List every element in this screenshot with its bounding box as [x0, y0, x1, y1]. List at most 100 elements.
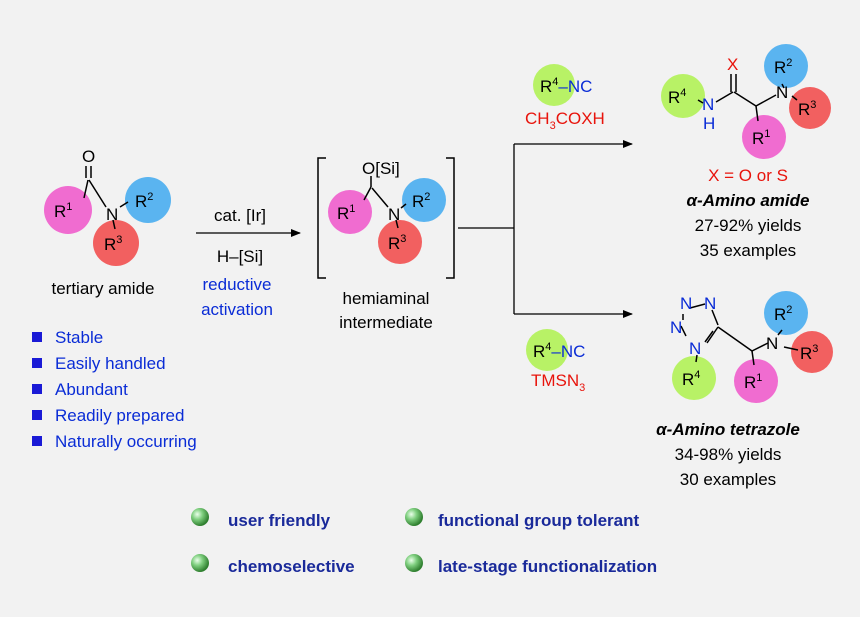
r3-label: R3 — [104, 234, 122, 254]
azide-reagent: TMSN3 — [531, 371, 585, 394]
amino-amide-examples: 35 examples — [700, 241, 796, 260]
feature-item: user friendly — [228, 511, 331, 530]
r2-label: R2 — [774, 304, 792, 324]
r3-label: R3 — [800, 343, 818, 363]
r3-circle — [378, 220, 422, 264]
amino-tetrazole-examples: 30 examples — [680, 470, 776, 489]
ring-bond — [689, 303, 706, 309]
x-definition: X = O or S — [708, 166, 788, 185]
feature-dot — [405, 508, 423, 526]
bond — [112, 219, 116, 230]
oxygen-atom: O — [82, 147, 95, 166]
bracket-left — [317, 157, 326, 279]
bond — [363, 186, 372, 201]
r3-circle — [93, 220, 139, 266]
property-item: Easily handled — [55, 354, 166, 373]
bond — [751, 342, 769, 352]
amino-tetrazole-yields: 34-98% yields — [675, 445, 782, 464]
bond — [755, 105, 759, 122]
property-item: Stable — [55, 328, 103, 347]
ring-bond — [680, 325, 687, 337]
feature-item: functional group tolerant — [438, 511, 639, 530]
property-list: Stable Easily handled Abundant Readily p… — [32, 328, 197, 451]
bond — [755, 94, 777, 107]
r4-circle — [672, 356, 716, 400]
feature-item: late-stage functionalization — [438, 557, 657, 576]
nitrogen-atom: N — [702, 95, 714, 114]
nitrogen-atom: N — [766, 334, 778, 353]
isocyanide-reagent: R4–NC — [533, 341, 585, 361]
intermediate-label: hemiaminal — [343, 289, 430, 308]
ring-bond — [706, 326, 719, 344]
r2-circle — [402, 178, 446, 222]
ring-nitrogen: N — [704, 294, 716, 313]
x-atom: X — [727, 55, 738, 74]
bond — [88, 179, 107, 208]
nitrogen-atom: N — [776, 83, 788, 102]
feature-dot — [191, 554, 209, 572]
bond — [371, 187, 389, 208]
r2-circle — [764, 44, 808, 88]
ring-nitrogen: N — [680, 294, 692, 313]
bond — [395, 219, 399, 229]
r3-circle — [791, 331, 833, 373]
r1-label: R1 — [752, 128, 770, 148]
property-item: Abundant — [55, 380, 128, 399]
r2-circle — [764, 291, 808, 335]
tertiary-amide-structure: O N R1 R2 R3 — [44, 147, 171, 266]
reductive-activation-label: activation — [201, 300, 273, 319]
r1-circle — [44, 186, 92, 234]
r2-label: R2 — [135, 191, 153, 211]
property-item: Naturally occurring — [55, 432, 197, 451]
r4-circle — [533, 64, 575, 106]
bracket-right — [446, 157, 455, 279]
bond — [83, 179, 89, 199]
bullet-square — [32, 384, 42, 394]
amino-amide-title: α-Amino amide — [687, 191, 810, 210]
hydrogen-atom: H — [703, 114, 715, 133]
catalyst-label: cat. [Ir] — [214, 206, 266, 225]
bond — [781, 83, 785, 89]
r1-label: R1 — [54, 201, 72, 221]
r1-label: R1 — [744, 372, 762, 392]
r2-circle — [125, 177, 171, 223]
acid-reagent: CH3COXH — [525, 109, 605, 132]
intermediate-label: intermediate — [339, 313, 433, 332]
r1-circle — [742, 115, 786, 159]
bond — [697, 99, 704, 104]
feature-item: chemoselective — [228, 557, 355, 576]
r2-label: R2 — [774, 57, 792, 77]
double-bond — [704, 330, 714, 343]
r1-circle — [328, 190, 372, 234]
r4-circle — [526, 329, 568, 371]
amino-amide-yields: 27-92% yields — [695, 216, 802, 235]
bond — [751, 350, 755, 366]
bond — [119, 201, 129, 208]
nitrogen-atom: N — [388, 205, 400, 224]
feature-dot — [191, 508, 209, 526]
bond — [733, 91, 757, 107]
r3-label: R3 — [798, 99, 816, 119]
bullet-square — [32, 358, 42, 368]
bond — [777, 329, 783, 336]
features-list: user friendly functional group tolerant … — [191, 508, 657, 576]
amino-tetrazole-title: α-Amino tetrazole — [656, 420, 800, 439]
ring-nitrogen: N — [670, 318, 682, 337]
osi-group: O[Si] — [362, 159, 400, 178]
property-item: Readily prepared — [55, 406, 184, 425]
r1-label: R1 — [337, 203, 355, 223]
feature-dot — [405, 554, 423, 572]
r4-circle — [661, 74, 705, 118]
tertiary-amide-label: tertiary amide — [52, 279, 155, 298]
r2-label: R2 — [412, 191, 430, 211]
isocyanide-reagent: R4–NC — [540, 76, 592, 96]
bullet-square — [32, 436, 42, 446]
r3-circle — [789, 87, 831, 129]
amino-tetrazole-structure: N N N N N R2 R3 R1 R4 — [670, 291, 833, 403]
silane-label: H–[Si] — [217, 247, 263, 266]
reductive-activation-label: reductive — [203, 275, 272, 294]
bond — [400, 203, 407, 209]
ring-bond — [711, 309, 719, 326]
r1-circle — [734, 359, 778, 403]
bullet-square — [32, 332, 42, 342]
